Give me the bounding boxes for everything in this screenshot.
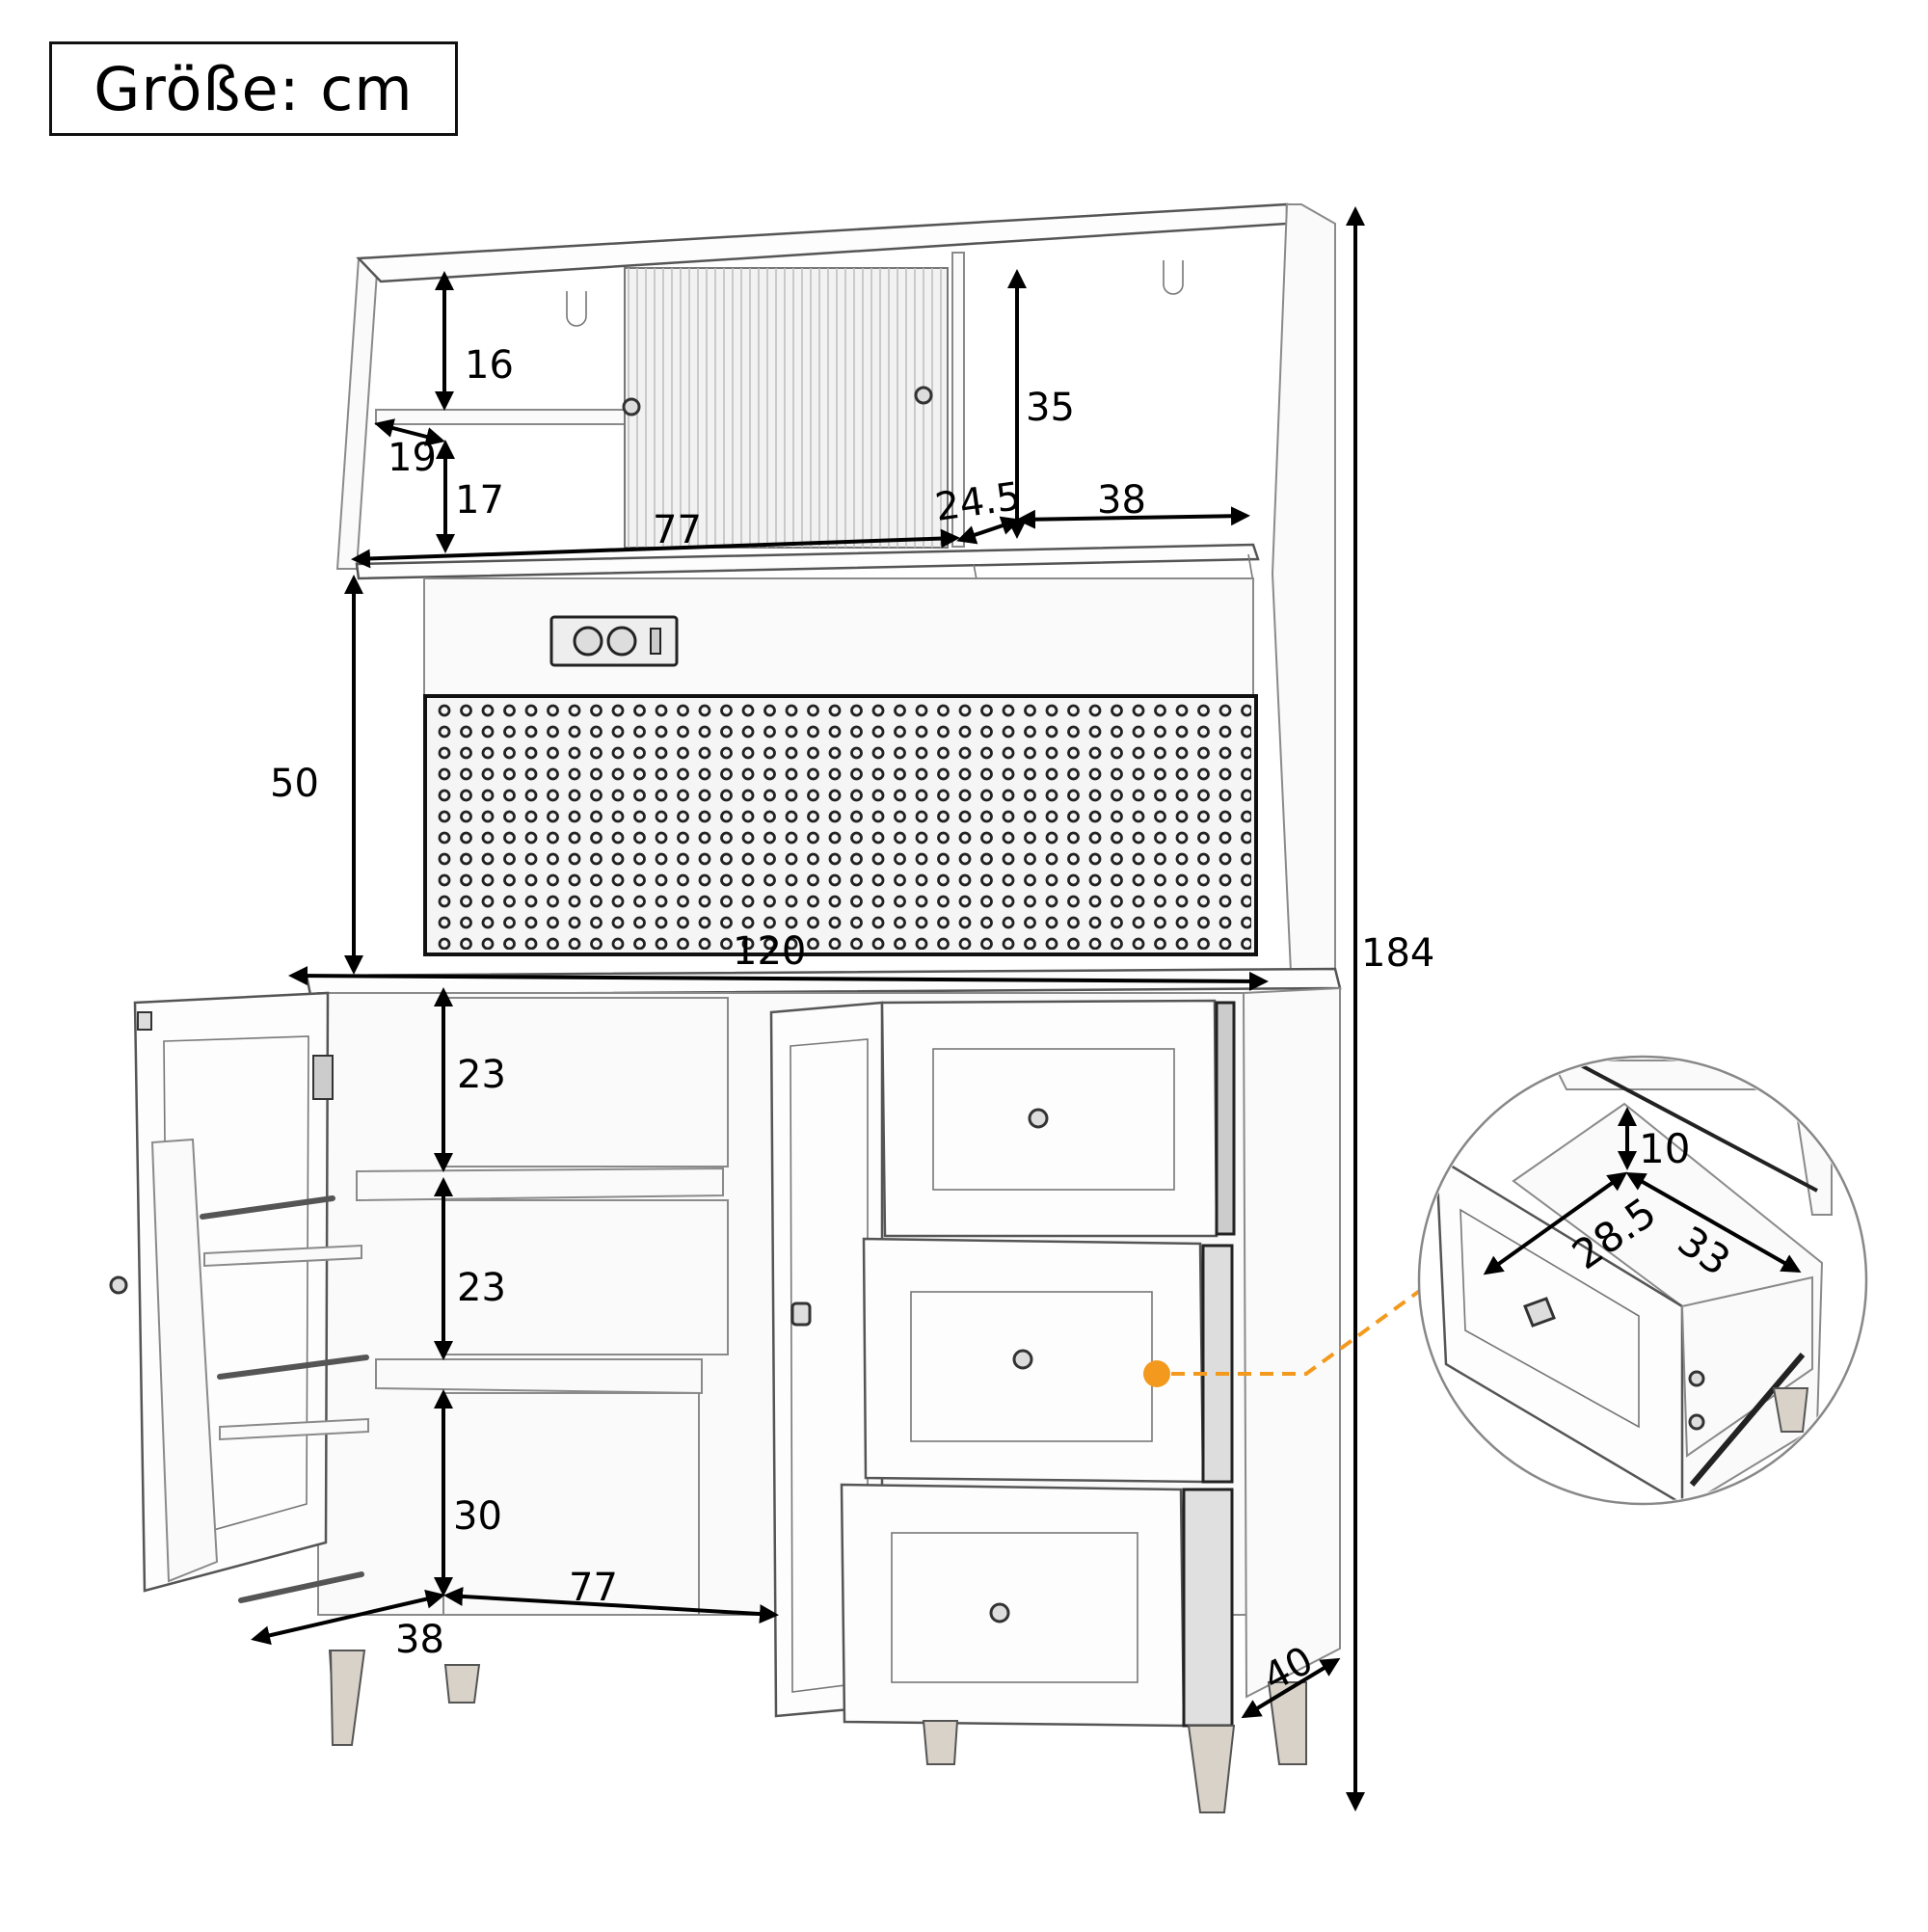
label-23-lower: 23 [457, 1266, 506, 1310]
interior-shelf-1 [356, 1167, 724, 1202]
drawer-3[interactable] [840, 1483, 1234, 1728]
dim-arrow-19 [374, 418, 445, 446]
leg-back-right [922, 1720, 959, 1765]
left-shelf [375, 409, 628, 425]
label-35: 35 [1026, 386, 1075, 430]
dim-arrow-40 [1241, 1657, 1341, 1719]
glass-door-knob-right[interactable] [914, 386, 933, 405]
label-23-upper: 23 [457, 1053, 506, 1097]
power-outlet-strip [549, 615, 679, 667]
interior-back-upper [442, 997, 729, 1167]
hutch [335, 202, 1336, 994]
size-unit-text: Größe: cm [94, 53, 414, 124]
dim-arrow-120 [288, 966, 1269, 991]
label-10: 10 [1639, 1125, 1690, 1172]
cabinet-right-side [1242, 986, 1341, 1699]
inset-drawer-knob [1523, 1297, 1556, 1328]
dimension-lines [251, 206, 1365, 1811]
socket-icon-1 [573, 626, 603, 657]
dim-arrow-33 [1625, 1172, 1802, 1273]
drawer-1[interactable] [880, 999, 1236, 1238]
label-77-bottom: 77 [569, 1566, 618, 1610]
label-38-top: 38 [1097, 478, 1146, 523]
dimension-labels: 16 19 17 77 24.5 35 38 50 120 184 23 23 … [270, 343, 1434, 1701]
dim-arrow-38-top [1016, 506, 1250, 529]
drawer-callout: 10 28.5 33 [1143, 1055, 1868, 1506]
workspace-top-shelf [355, 543, 1260, 580]
hook-icon-left [566, 291, 587, 327]
drawer-3-knob[interactable] [989, 1602, 1010, 1623]
rack-rod-2 [217, 1355, 369, 1380]
door-spice-rack [150, 1138, 369, 1603]
label-17: 17 [455, 478, 504, 523]
door-latch-icon [137, 1011, 152, 1031]
drawer-2-knob[interactable] [1012, 1349, 1033, 1370]
label-184: 184 [1361, 931, 1434, 976]
leg-back-left [443, 1664, 481, 1704]
drawer-2[interactable] [862, 1237, 1234, 1484]
callout-dot [1143, 1360, 1170, 1387]
dim-arrow-77-bottom [443, 1586, 779, 1624]
hutch-left-side [335, 257, 380, 570]
back-panel [423, 577, 1254, 705]
fluted-glass-texture [625, 268, 948, 548]
hinge-icon [312, 1055, 334, 1100]
hook-icon-right [1163, 260, 1184, 295]
usb-port-icon [650, 628, 661, 655]
size-unit-label: Größe: cm [49, 41, 458, 136]
leg-front-left-body [329, 1650, 366, 1746]
label-30: 30 [453, 1494, 502, 1539]
leg-front-right [1187, 1725, 1236, 1813]
label-120: 120 [733, 929, 806, 974]
hutch-right-side [1271, 203, 1336, 994]
label-50: 50 [270, 762, 319, 806]
interior-shelf-2 [375, 1358, 703, 1395]
dim-arrow-28-5 [1483, 1171, 1628, 1275]
right-door-knob[interactable] [790, 1301, 812, 1327]
dim-arrow-38-bottom [251, 1589, 445, 1646]
rack-rod-1 [200, 1195, 335, 1220]
socket-icon-2 [606, 626, 637, 657]
left-door-knob[interactable] [109, 1275, 128, 1295]
interior-back-middle [442, 1199, 729, 1355]
glass-door-knob-left[interactable] [622, 397, 641, 416]
pegboard-holes [430, 701, 1251, 950]
label-38-bottom: 38 [395, 1618, 444, 1662]
callout-leader-line [1171, 1285, 1427, 1376]
dim-arrow-77-top [351, 528, 960, 569]
drawer-1-knob[interactable] [1028, 1108, 1049, 1129]
base-cabinet [109, 967, 1342, 1813]
label-77-top: 77 [653, 508, 702, 552]
label-19: 19 [388, 436, 437, 480]
label-16: 16 [465, 343, 514, 388]
